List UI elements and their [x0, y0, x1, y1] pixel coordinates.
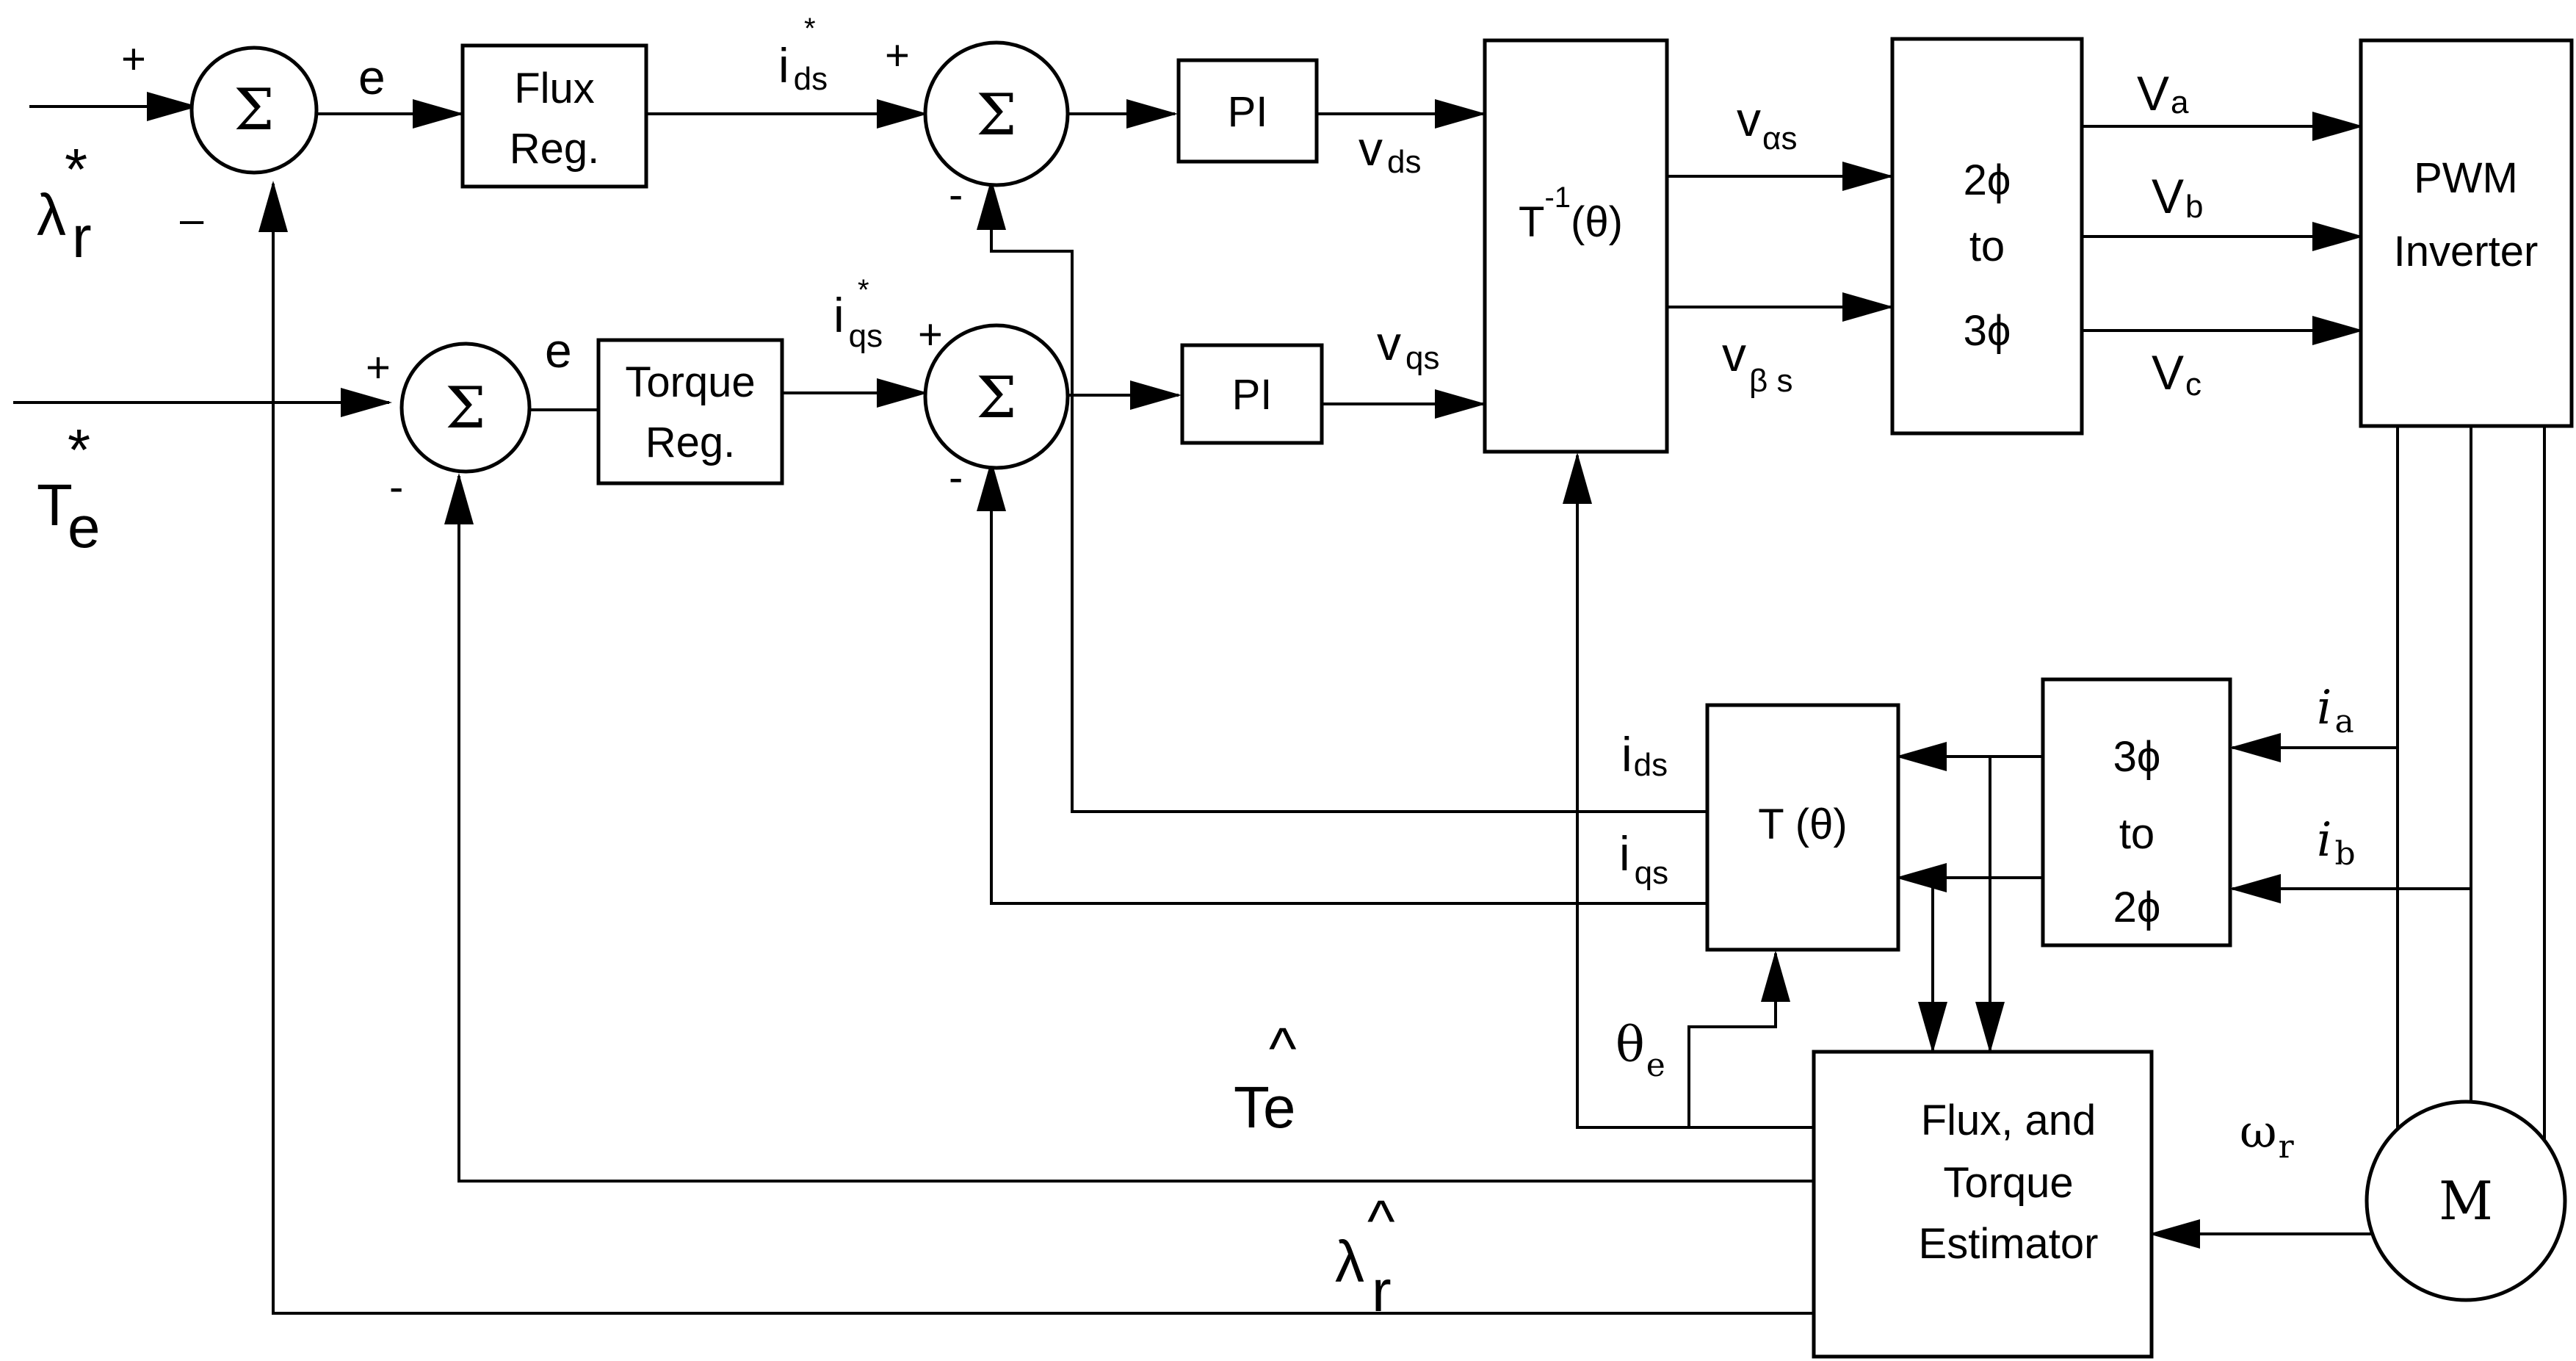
torque-error-label: e: [545, 323, 572, 378]
inv-transform-label: T-1(θ): [1519, 181, 1623, 246]
pi-label: PI: [1232, 371, 1273, 419]
estimator-line3: Estimator: [1919, 1220, 2099, 1268]
star-mark: *: [68, 417, 90, 483]
flux-regulator-block: Flux Reg.: [460, 43, 648, 189]
estimator-line2: Torque: [1943, 1159, 2073, 1207]
pi-label: PI: [1228, 88, 1268, 136]
minus-sign: -: [949, 171, 963, 219]
pwm-inverter-line2: Inverter: [2394, 228, 2539, 275]
omega-r-label: ωr: [2240, 1105, 2295, 1166]
wire-ids-feedback: [977, 178, 1707, 813]
sum-symbol: Σ: [976, 82, 1016, 148]
v-alpha-label: vαs: [1737, 92, 1797, 156]
va-label: Va: [2137, 66, 2189, 120]
inverse-park-transform-block: T-1(θ): [1483, 38, 1669, 454]
torque-regulator-block: Torque Reg.: [596, 338, 784, 485]
summing-junction-flux: Σ: [189, 46, 319, 175]
wire-flux-feedback: [258, 181, 1814, 1315]
sum-symbol: Σ: [234, 77, 274, 143]
wire-theta-invtransform: [1563, 452, 1814, 1129]
hat-mark: ^: [1269, 1016, 1297, 1081]
plus-sign: +: [366, 344, 391, 391]
plus-sign: +: [121, 35, 146, 83]
summing-junction-torque: Σ: [399, 342, 532, 474]
two-to-three-line1: 2ϕ: [1964, 156, 2011, 204]
summing-junction-iq: Σ: [923, 323, 1070, 470]
minus-sign: -: [949, 454, 963, 502]
pi-controller-q-block: PI: [1180, 343, 1324, 445]
sum-symbol: Σ: [976, 365, 1016, 431]
ia-label: ia: [2317, 681, 2354, 740]
star-mark: *: [65, 137, 87, 202]
two-to-three-line3: 3ϕ: [1964, 307, 2011, 355]
theta-e-label: θe: [1616, 1017, 1665, 1084]
torque-reg-line2: Reg.: [645, 419, 736, 466]
two-to-three-phase-block: 2ϕ to 3ϕ: [1890, 37, 2084, 436]
wire-theta-transform: [1687, 950, 1790, 1127]
torque-reference-label: Te: [37, 472, 101, 560]
torque-reg-line1: Torque: [625, 358, 755, 406]
v-beta-label: vβ s: [1722, 327, 1793, 399]
wire-iqs-feedback: [977, 460, 1707, 905]
torque-estimate-label: Te: [1234, 1075, 1296, 1140]
plus-sign: +: [918, 311, 943, 358]
flux-error-label: e: [358, 50, 386, 104]
summing-junction-id: Σ: [923, 40, 1070, 187]
wire-torque-feedback: [444, 473, 1814, 1183]
vb-label: Vb: [2152, 169, 2204, 225]
transform-label: T (θ): [1758, 801, 1847, 848]
park-transform-block: T (θ): [1705, 703, 1900, 952]
flux-reg-line2: Reg.: [510, 125, 600, 173]
flux-reg-line1: Flux: [514, 65, 595, 112]
signal-wires: [13, 92, 2546, 1315]
induction-motor: M: [2365, 1100, 2567, 1302]
star-mark: *: [804, 12, 816, 45]
sum-symbol: Σ: [445, 375, 485, 441]
three-to-two-line3: 2ϕ: [2113, 884, 2161, 931]
star-mark: *: [858, 274, 869, 306]
three-to-two-phase-block: 3ϕ to 2ϕ: [2041, 677, 2232, 947]
motor-label: M: [2439, 1170, 2493, 1232]
three-to-two-line1: 3ϕ: [2113, 733, 2161, 781]
sign-labels: + – + - + - + -: [121, 32, 963, 511]
minus-sign: -: [389, 463, 403, 511]
pi-controller-d-block: PI: [1176, 58, 1319, 164]
ids-label: ids: [1621, 727, 1668, 783]
hat-mark: ^: [1367, 1188, 1395, 1254]
three-to-two-line2: to: [2119, 810, 2154, 858]
vc-label: Vc: [2152, 345, 2201, 402]
flux-torque-estimator-block: Flux, and Torque Estimator: [1812, 1050, 2154, 1359]
ib-label: ib: [2317, 813, 2356, 873]
two-to-three-line2: to: [1969, 223, 2005, 270]
pwm-inverter-block: PWM Inverter: [2359, 38, 2574, 428]
estimator-line1: Flux, and: [1921, 1097, 2096, 1144]
minus-sign: –: [180, 195, 204, 243]
plus-sign: +: [885, 32, 910, 79]
pwm-inverter-line1: PWM: [2414, 154, 2518, 202]
